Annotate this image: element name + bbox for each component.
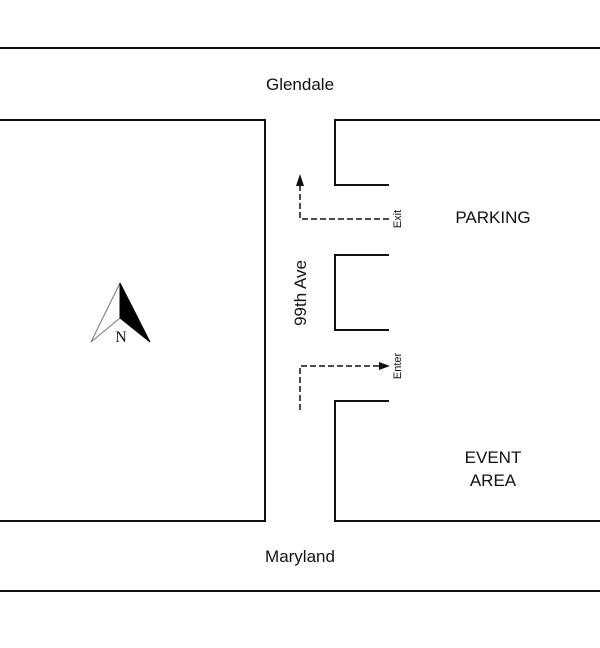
east-block-south-edge — [334, 400, 600, 522]
west-block — [0, 119, 266, 522]
exit-route — [299, 185, 389, 220]
street-glendale: Glendale — [266, 75, 334, 94]
street-maryland: Maryland — [265, 547, 335, 566]
event-area-label-2: AREA — [470, 471, 517, 490]
driveway-island — [334, 254, 389, 331]
north-label: N — [115, 329, 127, 346]
event-area-label-1: EVENT — [465, 448, 522, 467]
enter-route — [299, 365, 380, 410]
exit-arrow-icon — [296, 174, 304, 186]
enter-arrow-icon — [379, 362, 390, 370]
parking-label: PARKING — [455, 208, 530, 227]
enter-label: Enter — [392, 353, 404, 380]
street-99th-ave: 99th Ave — [291, 260, 310, 326]
exit-label: Exit — [392, 210, 404, 228]
north-arrow-icon: N — [90, 282, 151, 346]
east-block-north-edge — [334, 119, 600, 186]
